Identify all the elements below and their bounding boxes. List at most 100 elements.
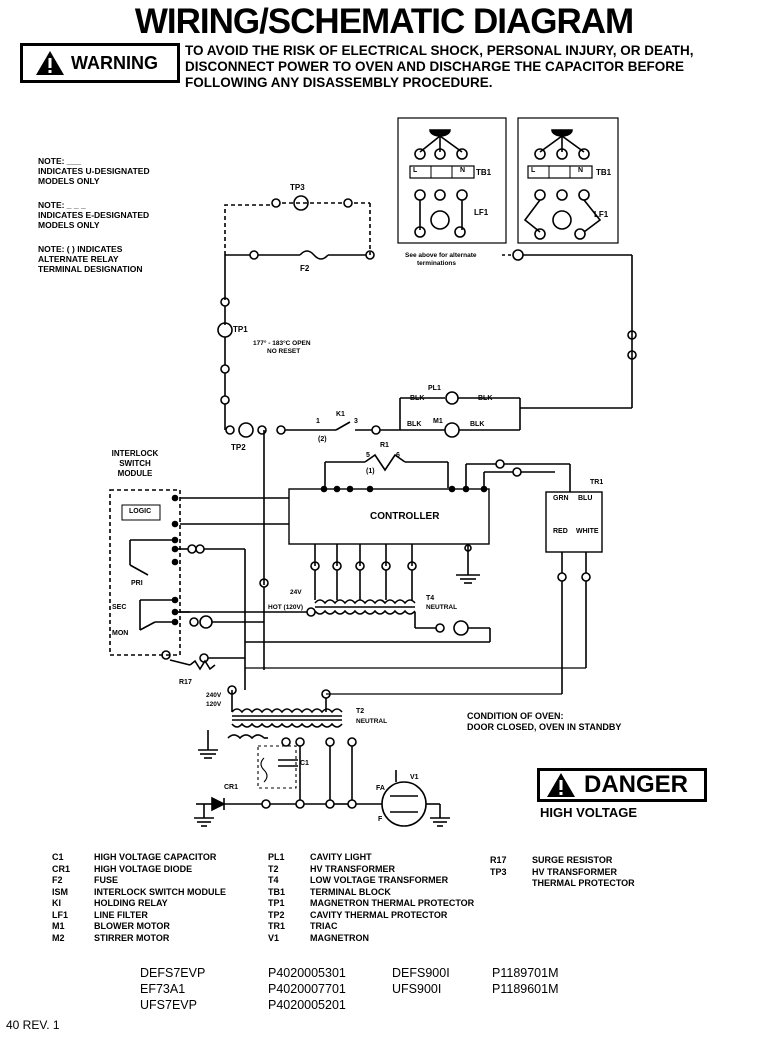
lf1-label-alt: LF1 — [594, 210, 609, 219]
danger-badge: DANGER — [537, 768, 707, 802]
white-label: WHITE — [576, 528, 599, 535]
part-list-2: P1189701M P1189601M — [492, 965, 559, 997]
legend-desc: MAGNETRON THERMAL PROTECTOR — [310, 898, 475, 908]
relay-motor-wiring — [225, 391, 632, 670]
lf1-label: LF1 — [474, 208, 489, 217]
legend-row: TP1 MAGNETRON THERMAL PROTECTOR — [268, 898, 474, 910]
part-list-1: P4020005301 P4020007701 P4020005201 — [268, 965, 346, 1013]
t4-transformer — [180, 570, 491, 643]
note-line: NOTE: ( ) INDICATES — [38, 244, 123, 254]
page-title: WIRING/SCHEMATIC DIAGRAM — [134, 2, 634, 41]
part-number: P4020007701 — [268, 982, 346, 996]
tp1-spec: 177° - 183°C OPEN NO RESET — [253, 340, 311, 356]
model-number: UFS900I — [392, 982, 442, 996]
legend-desc: BLOWER MOTOR — [94, 921, 170, 931]
part-number: P1189701M — [492, 966, 559, 980]
r1-relay — [324, 453, 449, 488]
pri-label: PRI — [131, 580, 143, 587]
tb1-detail-left — [397, 117, 507, 244]
legend-desc: HIGH VOLTAGE CAPACITOR — [94, 852, 217, 862]
blu-label: BLU — [578, 495, 593, 502]
tb1-terminal-n-alt: N — [578, 167, 584, 174]
part-number: P4020005201 — [268, 998, 346, 1012]
note-line: ALTERNATE RELAY — [38, 254, 119, 264]
oven-condition: CONDITION OF OVEN: DOOR CLOSED, OVEN IN … — [467, 711, 621, 733]
high-voltage-label: HIGH VOLTAGE — [540, 805, 638, 820]
legend-desc: INTERLOCK SWITCH MODULE — [94, 886, 226, 897]
legend-code: TP2 — [268, 909, 285, 920]
sec-label: SEC — [112, 604, 127, 611]
t2-transformer — [198, 682, 563, 800]
t4-hot-label: HOT (120V) — [268, 604, 304, 611]
t2-label: T2 — [356, 708, 365, 715]
k1-pin-1: 1 — [316, 418, 320, 425]
see-above-line1: See above for alternate — [405, 252, 477, 259]
logic-label: LOGIC — [129, 508, 152, 515]
grn-label: GRN — [553, 495, 569, 502]
legend-row: ISM INTERLOCK SWITCH MODULE — [52, 887, 226, 899]
legend-desc: CAVITY THERMAL PROTECTOR — [310, 909, 448, 920]
legend-code: TP1 — [268, 898, 285, 908]
cr1-label: CR1 — [224, 784, 239, 791]
part-number: P1189601M — [492, 982, 559, 996]
legend-code: TP3 — [490, 866, 507, 877]
legend-code: T2 — [268, 863, 279, 874]
tr1-triac — [245, 491, 603, 682]
tp3-label: TP3 — [290, 183, 305, 192]
condition-line2: DOOR CLOSED, OVEN IN STANDBY — [467, 722, 622, 732]
warning-text: TO AVOID THE RISK OF ELECTRICAL SHOCK, P… — [185, 43, 694, 90]
interlock-line1: INTERLOCK — [111, 449, 159, 458]
note-u-designated: NOTE: ___ INDICATES U-DESIGNATED MODELS … — [38, 156, 150, 186]
legend-code: CR1 — [52, 863, 71, 874]
legend-row: THERMAL PROTECTOR — [490, 878, 635, 890]
legend-desc: SURGE RESISTOR — [532, 855, 613, 865]
note-line: TERMINAL DESIGNATION — [38, 264, 143, 274]
fa-label: FA — [376, 785, 385, 792]
interlock-line3: MODULE — [117, 469, 153, 478]
tp2-label: TP2 — [231, 443, 246, 452]
legend-code: M1 — [52, 921, 65, 931]
model-number: DEFS7EVP — [140, 966, 206, 980]
legend-code: V1 — [268, 932, 280, 943]
legend-code: KI — [52, 898, 61, 908]
see-above-line2: terminations — [417, 260, 457, 267]
tp1-spec-line2: NO RESET — [267, 348, 301, 355]
t2-240v-label: 240V — [206, 692, 222, 699]
legend-code: F2 — [52, 875, 63, 885]
warning-icon — [36, 51, 64, 75]
interlock-line2: SWITCH — [119, 459, 151, 468]
f2-label: F2 — [300, 264, 310, 273]
c1-label: C1 — [300, 760, 309, 767]
model-list-1: DEFS7EVP EF73A1 UFS7EVP — [140, 965, 205, 1013]
t2-neutral-label: NEUTRAL — [356, 718, 388, 725]
tb1-terminal-l: L — [413, 167, 418, 174]
interlock-module — [109, 489, 264, 690]
tb1-label-alt: TB1 — [596, 168, 612, 177]
model-number: DEFS900I — [392, 966, 450, 980]
model-number: EF73A1 — [140, 982, 186, 996]
hv-circuit — [194, 745, 450, 827]
interlock-label: INTERLOCK SWITCH MODULE — [105, 449, 165, 479]
tp1-label: TP1 — [233, 325, 248, 334]
r1-label: R1 — [380, 442, 389, 449]
v1-label: V1 — [410, 774, 419, 781]
mon-label: MON — [112, 630, 129, 637]
warning-badge: WARNING — [20, 43, 180, 83]
controller-label: CONTROLLER — [370, 511, 440, 522]
legend-desc: TERMINAL BLOCK — [310, 886, 391, 897]
danger-icon — [547, 773, 575, 797]
note-line: NOTE: ___ — [38, 156, 81, 166]
legend-code: PL1 — [268, 852, 285, 862]
legend-code: ISM — [52, 886, 69, 897]
legend-row: TP2 CAVITY THERMAL PROTECTOR — [268, 910, 474, 922]
